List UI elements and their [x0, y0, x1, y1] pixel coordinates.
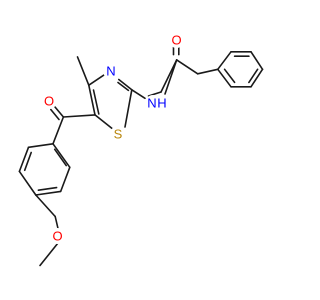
atom-bg [41, 93, 57, 109]
bond [88, 73, 106, 86]
aromatic-bond [92, 89, 100, 115]
atom-o-methoxy: O [52, 229, 62, 244]
bond [52, 143, 71, 169]
bond [34, 190, 62, 196]
bond [62, 114, 96, 118]
bond [27, 143, 54, 149]
aromatic-bond [117, 81, 130, 92]
molecule-structure: O N N H S O O [18, 32, 264, 267]
atom-labels: O N N H S O O [41, 32, 185, 244]
bond [250, 68, 264, 88]
atom-o-ketone: O [44, 94, 54, 109]
bond [147, 91, 162, 97]
methoxyphenyl-group [18, 143, 71, 196]
atom-bg [49, 228, 66, 244]
double-bond [49, 108, 60, 121]
bond [52, 116, 65, 145]
bond [217, 50, 232, 71]
bond [59, 166, 71, 193]
bond [34, 194, 57, 218]
atom-h-amide: H [157, 96, 166, 111]
aromatic-bond [223, 68, 236, 84]
bond [164, 59, 178, 95]
atom-o-amide-carbonyl: O [171, 33, 181, 48]
structure-canvas: O N N H S O O [18, 32, 264, 267]
atom-s-thiazole: S [114, 127, 123, 142]
bond [54, 215, 59, 230]
bond [175, 59, 199, 75]
bond [250, 50, 264, 71]
bond [18, 146, 30, 173]
atom-bg [110, 126, 126, 142]
bond [94, 114, 114, 130]
atom-bg [168, 32, 185, 48]
bond [131, 89, 146, 100]
aromatic-bond [37, 186, 58, 191]
bond [88, 84, 96, 116]
bond [196, 68, 219, 75]
bond [18, 170, 37, 196]
methyl-bond [39, 242, 59, 267]
bond [217, 68, 232, 88]
aromatic-bond [248, 68, 259, 84]
atom-n-amide: N [147, 96, 156, 111]
thiazole-ring [88, 73, 133, 130]
aromatic-bond [53, 148, 67, 167]
benzoyl-group [196, 50, 264, 88]
bond [124, 89, 133, 128]
aromatic-bond [23, 151, 33, 172]
bond [54, 106, 65, 118]
atom-bg [145, 95, 161, 111]
methyl-bond [76, 56, 90, 86]
atom-n-thiazole: N [106, 64, 115, 79]
bond [118, 78, 133, 91]
atom-bg [103, 63, 119, 79]
